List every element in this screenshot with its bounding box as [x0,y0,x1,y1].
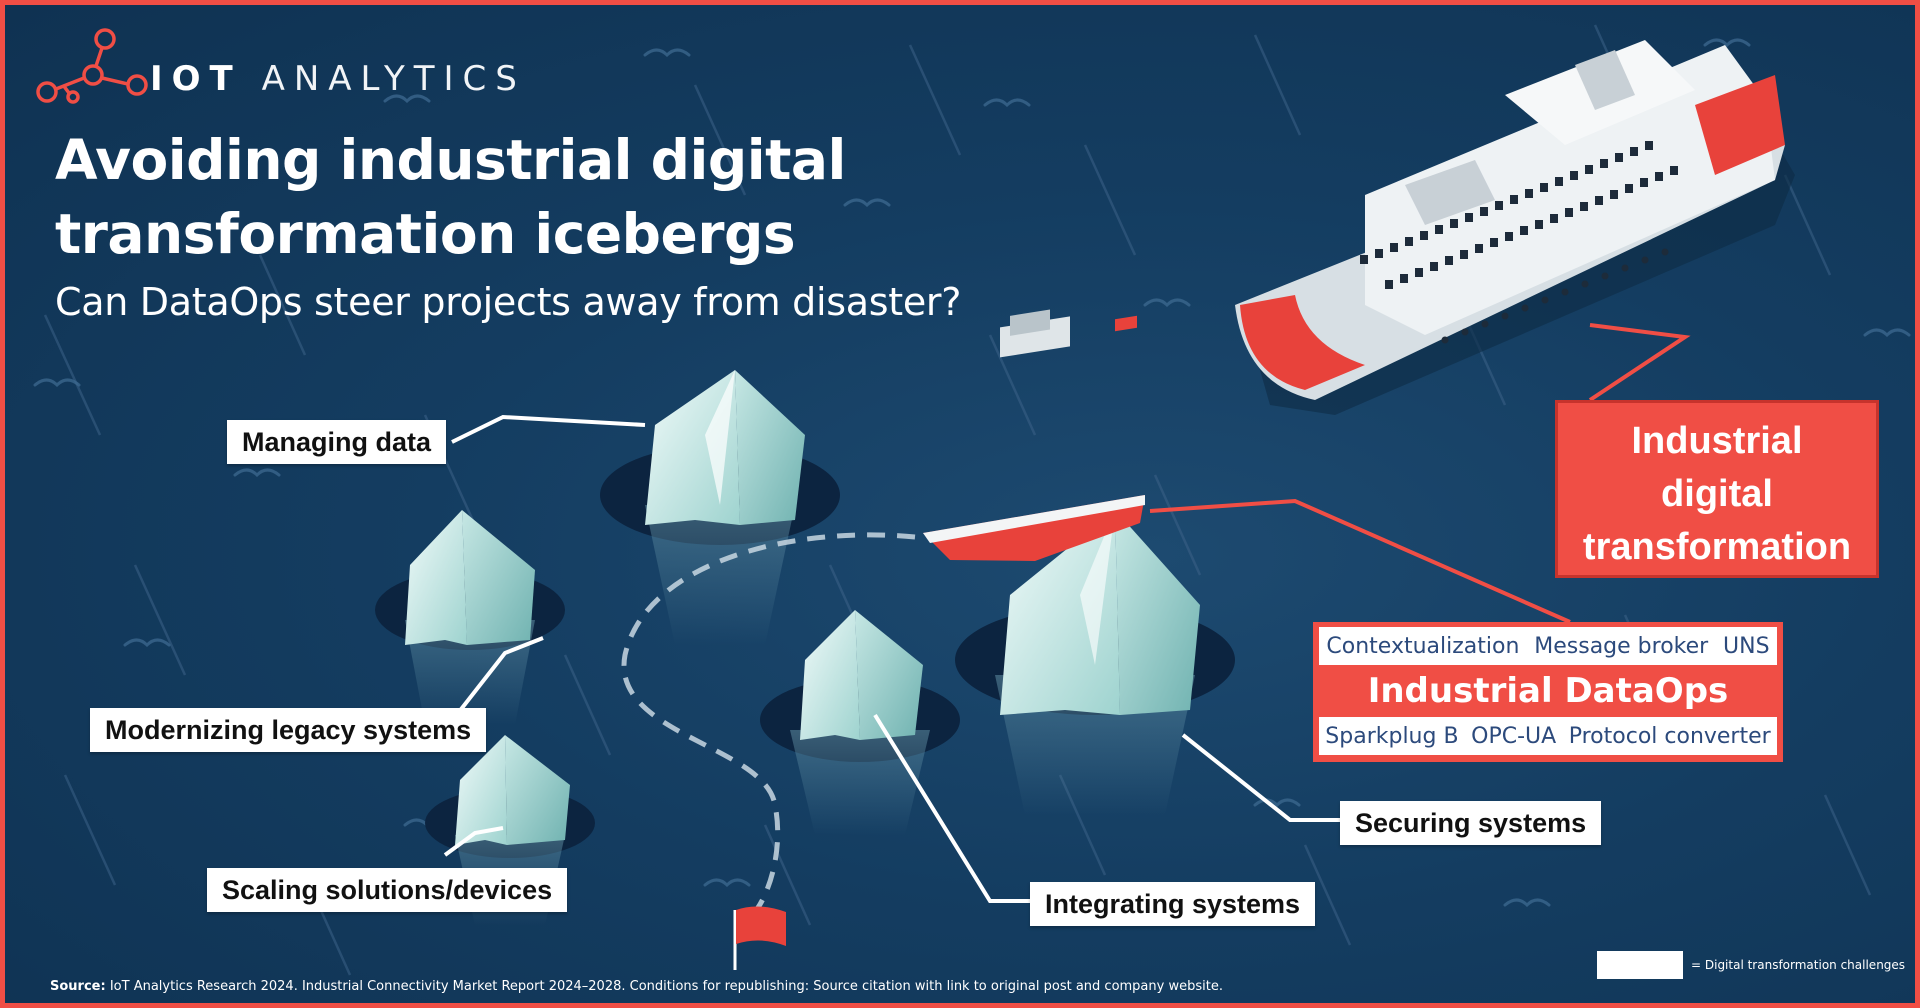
title-line-2: transformation icebergs [55,202,796,266]
page-title: Avoiding industrial digital transformati… [55,123,955,271]
logo-network-icon [36,28,148,104]
page-subtitle: Can DataOps steer projects away from dis… [55,280,962,324]
tugboat-icon [923,309,1145,561]
tag-protocol-converter: Protocol converter [1568,723,1771,749]
legend-swatch [1597,951,1683,979]
dataops-title: Industrial DataOps [1367,671,1729,711]
legend: = Digital transformation challenges [1597,951,1905,979]
tag-opc-ua: OPC-UA [1471,723,1557,749]
source-label: Source: [50,979,106,994]
iceberg-modernizing-legacy [375,510,565,725]
logo-light-text: ANALYTICS [261,59,526,99]
iceberg-securing [955,510,1235,815]
tag-uns: UNS [1723,633,1770,659]
dataops-top-tags: Contextualization Message broker UNS [1319,627,1777,665]
scene-illustration [33,24,1911,976]
iceberg-integrating [760,610,960,835]
logo-bold-text: IOT [150,59,242,99]
label-managing-data: Managing data [227,420,447,464]
logo-wordmark: IOT ANALYTICS [150,59,526,99]
cruise-ship-icon [1235,40,1795,415]
label-scaling-solutions: Scaling solutions/devices [207,868,568,912]
iceberg-managing-data [600,370,840,645]
label-securing-systems: Securing systems [1340,801,1602,845]
industrial-digital-transformation-label: Industrial digital transformation [1555,400,1879,578]
label-integrating-systems: Integrating systems [1030,882,1316,926]
ship-label-line-1: Industrial [1631,420,1803,462]
source-text: IoT Analytics Research 2024. Industrial … [109,979,1223,994]
tag-contextualization: Contextualization [1326,633,1520,659]
ship-label-line-2: digital [1661,473,1773,515]
label-modernizing-legacy: Modernizing legacy systems [90,708,487,752]
legend-text: = Digital transformation challenges [1691,958,1906,972]
industrial-dataops-box: Contextualization Message broker UNS Ind… [1313,622,1783,762]
red-flag-icon [733,906,786,970]
title-line-1: Avoiding industrial digital [55,128,846,192]
brand-logo: IOT ANALYTICS [30,53,526,105]
tag-message-broker: Message broker [1534,633,1709,659]
tag-sparkplug-b: Sparkplug B [1325,723,1459,749]
ship-label-line-3: transformation [1582,526,1852,568]
route-dashed-line [621,532,916,919]
dataops-bottom-tags: Sparkplug B OPC-UA Protocol converter [1319,717,1777,755]
source-footnote: Source: IoT Analytics Research 2024. Ind… [50,979,1223,994]
